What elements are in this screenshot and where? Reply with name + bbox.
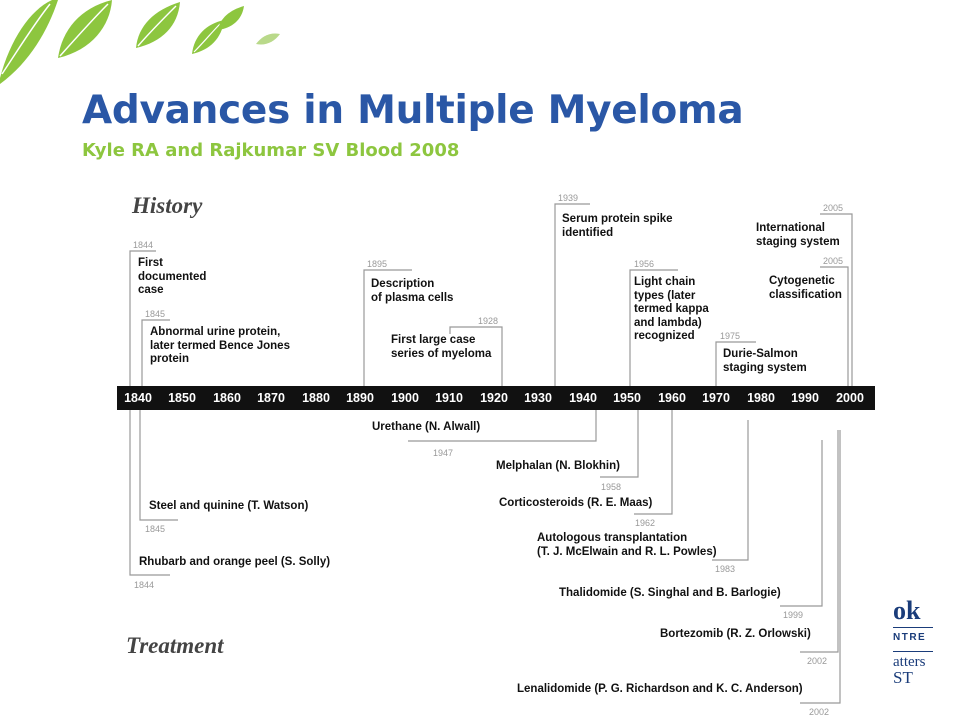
timeline-tick: 1950 [613,391,641,405]
treatment-event-label: Urethane (N. Alwall) [372,421,481,433]
timeline-tick: 1940 [569,391,597,405]
timeline-tick: 1880 [302,391,330,405]
treatment-event-label: Corticosteroids (R. E. Maas) [499,497,653,509]
history-event-label: Serum protein spike identified [562,213,673,239]
treatment-event-label: Rhubarb and orange peel (S. Solly) [139,556,331,568]
treatment-event-label: Melphalan (N. Blokhin) [496,460,620,472]
leaf-icon [0,0,58,84]
treatment-event-year: 1958 [601,482,622,492]
treatment-event-label: Lenalidomide (P. G. Richardson and K. C.… [517,683,803,695]
history-event-label: Abnormal urine protein, later termed Ben… [150,326,290,365]
treatment-event-year: 1962 [635,518,656,528]
leaf-icon [58,0,112,58]
history-event-label: Light chain types (later termed kappa an… [634,276,709,342]
history-event-year: 1928 [478,316,499,326]
connector-lines [129,203,853,704]
treatment-event-label: Steel and quinine (T. Watson) [149,500,309,512]
timeline-tick: 1850 [168,391,196,405]
history-event-label: Description of plasma cells [371,278,454,304]
history-event-label: First documented case [138,257,207,296]
timeline-tick: 1970 [702,391,730,405]
history-event-year: 2005 [823,256,844,266]
treatment-event-year: 2002 [807,656,828,666]
slide-subtitle: Kyle RA and Rajkumar SV Blood 2008 [82,140,460,161]
timeline-tick: 1930 [524,391,552,405]
leaf-icon [136,2,180,48]
timeline-tick: 1860 [213,391,241,405]
treatment-event-year: 1845 [145,524,166,534]
treatment-event-label: Thalidomide (S. Singhal and B. Barlogie) [559,587,781,599]
history-event-year: 2005 [823,203,844,213]
timeline-tick: 1870 [257,391,285,405]
treatment-event-label: Autologous transplantation (T. J. McElwa… [537,532,717,558]
timeline-tick: 2000 [836,391,864,405]
history-event-year: 1956 [634,259,655,269]
history-event-year: 1939 [558,193,579,203]
slide-title: Advances in Multiple Myeloma [82,88,744,133]
history-event-label: First large case series of myeloma [391,334,492,360]
history-event-year: 1844 [133,240,154,250]
history-event-year: 1975 [720,331,741,341]
treatment-event-year: 1983 [715,564,736,574]
history-event-label: Cytogenetic classification [769,275,842,301]
leaf-icon [256,33,280,45]
history-event-year: 1845 [145,309,166,319]
timeline-tick: 1840 [124,391,152,405]
timeline-bar [117,386,875,410]
timeline-tick: 1980 [747,391,775,405]
timeline-tick: 1900 [391,391,419,405]
treatment-event-year: 1999 [783,610,804,620]
treatment-event-year: 1844 [134,580,155,590]
timeline-tick: 1890 [346,391,374,405]
treatment-heading: Treatment [126,633,224,658]
history-event-year: 1895 [367,259,388,269]
history-event-label: International staging system [756,222,840,248]
timeline-tick: 1960 [658,391,686,405]
timeline-tick: 1990 [791,391,819,405]
timeline-tick: 1910 [435,391,463,405]
treatment-event-year: 2002 [809,707,830,717]
treatment-event-label: Bortezomib (R. Z. Orlowski) [660,628,811,640]
leaf-icon [192,6,244,54]
history-event-label: Durie-Salmon staging system [723,348,807,374]
treatment-event-year: 1947 [433,448,454,458]
history-heading: History [132,193,203,218]
timeline-tick: 1920 [480,391,508,405]
